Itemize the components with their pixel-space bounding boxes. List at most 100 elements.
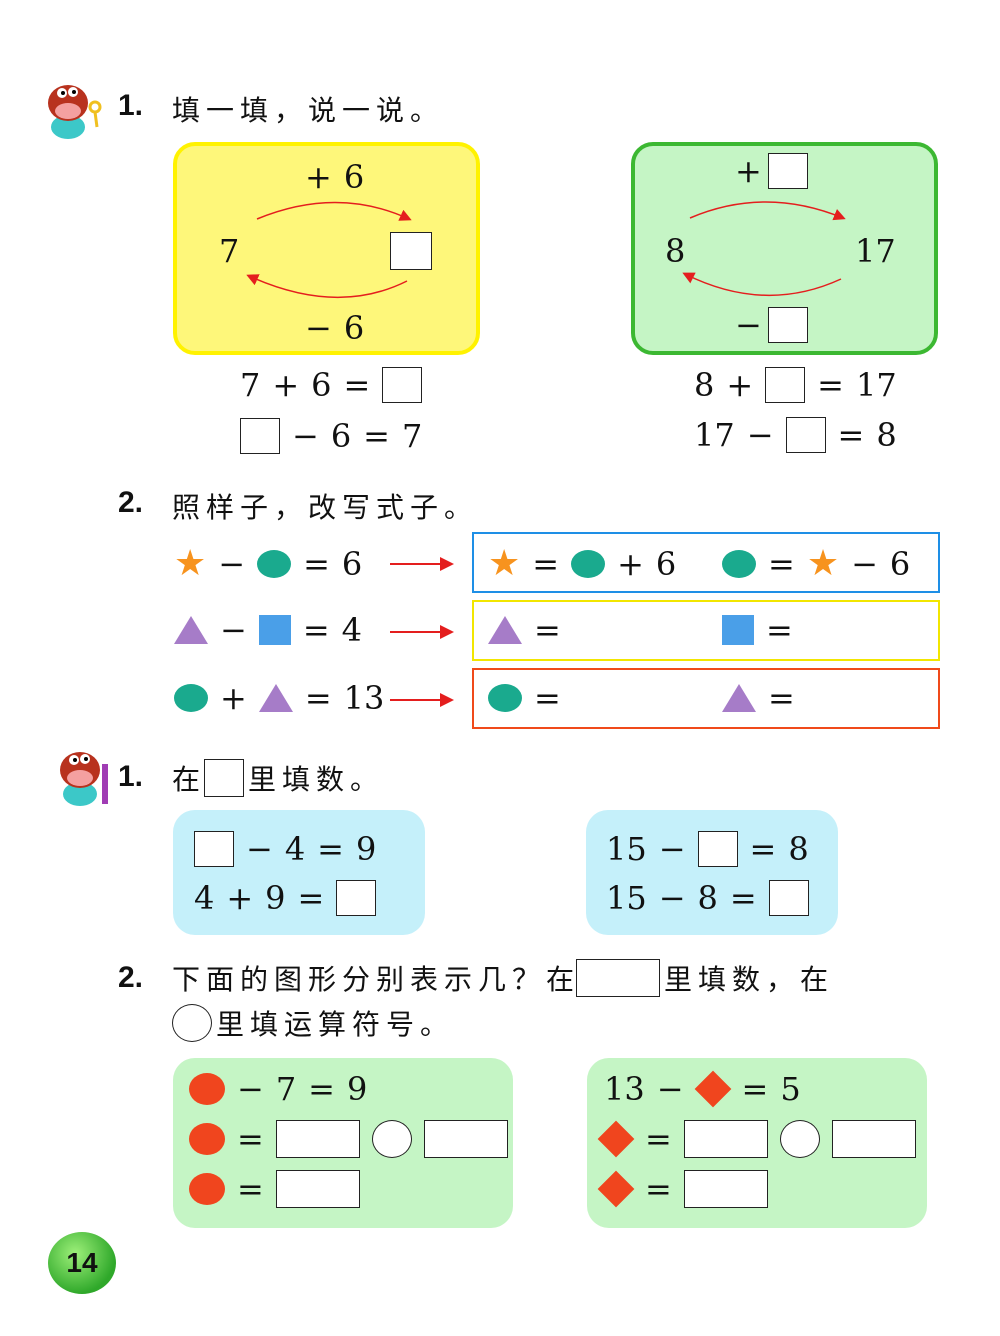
operator: − (851, 544, 878, 583)
number: 13 (343, 679, 385, 717)
operator: = (363, 417, 390, 455)
operator: = (317, 830, 344, 868)
rewritten-equation-a: ★=+6 (482, 543, 682, 584)
operator: = (766, 611, 793, 649)
operator: − (237, 1070, 264, 1108)
red-arrow-icon (390, 682, 456, 722)
number: 6 (330, 417, 352, 455)
operator: = (237, 1120, 264, 1158)
answer-box[interactable] (831, 1120, 916, 1158)
equation: 15−8= (600, 879, 815, 917)
rewritten-equation-b: =★−6 (716, 543, 916, 584)
rewrite-answer-box[interactable] (472, 668, 940, 729)
question-number: 2. (118, 961, 144, 994)
equation: 7+6= (234, 366, 428, 404)
teal-circle-icon (257, 549, 292, 578)
top-label: +6 (305, 158, 365, 196)
rewrite-answer-box[interactable] (472, 532, 940, 593)
purple-triangle-icon (174, 616, 208, 644)
answer-box[interactable] (768, 880, 809, 916)
number: 4 (194, 879, 215, 917)
question-title: 照样子，改写式子。 (172, 491, 479, 524)
answer-box[interactable] (765, 367, 806, 403)
number: 5 (780, 1070, 801, 1108)
number: 15 (606, 879, 647, 917)
rewrite-answer-box[interactable] (472, 600, 940, 661)
original-equation: ★−=6 (168, 543, 368, 584)
start-value: 7 (219, 232, 240, 270)
answer-box[interactable] (275, 1170, 360, 1208)
rewritten-equation-a: = (482, 679, 567, 717)
operator-circle[interactable] (779, 1120, 820, 1158)
answer-box[interactable] (683, 1170, 768, 1208)
operator: = (645, 1170, 672, 1208)
number: 9 (346, 1070, 368, 1108)
number: 15 (606, 830, 647, 868)
red-arrow-icon (390, 614, 456, 654)
number: 6 (889, 544, 911, 583)
answer-box[interactable] (390, 232, 432, 270)
operator: = (308, 1070, 335, 1108)
question-number: 1. (118, 760, 144, 793)
operator: = (645, 1120, 672, 1158)
teal-circle-icon (488, 684, 522, 712)
answer-box[interactable] (194, 831, 234, 867)
rewritten-equation-b: = (716, 679, 801, 717)
answer-box[interactable] (697, 831, 738, 867)
operator: = (837, 416, 865, 454)
operator: = (741, 1070, 769, 1108)
answer-box[interactable] (240, 418, 280, 454)
top-operation: + (729, 152, 808, 190)
blue-square-icon (258, 615, 291, 645)
number: 9 (355, 830, 377, 868)
number: 8 (697, 879, 718, 917)
red-circle-icon (189, 1073, 225, 1105)
original-equation: +=13 (168, 679, 390, 717)
equation: −4=9 (188, 830, 382, 868)
operator: − (658, 830, 686, 868)
teal-circle-icon (722, 549, 756, 578)
operator: = (729, 879, 757, 917)
number: 8 (788, 830, 809, 868)
answer-box[interactable] (767, 153, 808, 189)
number: 7 (240, 366, 261, 404)
cow-mascot-key-icon (48, 85, 102, 139)
bottom-operation: − (729, 306, 808, 344)
equation: = (183, 1170, 366, 1208)
answer-box[interactable] (275, 1120, 360, 1158)
operator: = (534, 679, 561, 717)
operator: − (218, 544, 246, 583)
original-equation: −=4 (168, 611, 368, 649)
cow-mascot-pencil-icon (60, 752, 108, 806)
equation: = (593, 1170, 774, 1208)
operator: − (656, 1070, 684, 1108)
green-card: + 8 17 − (631, 142, 938, 355)
answer-box[interactable] (382, 367, 423, 403)
operator: − (292, 417, 319, 455)
operator: = (302, 611, 330, 649)
operator: + (272, 366, 300, 404)
answer-box[interactable] (423, 1120, 508, 1158)
number: 7 (401, 417, 423, 455)
page-number-badge: 14 (48, 1232, 116, 1294)
answer-box[interactable] (767, 307, 808, 343)
operator: − (746, 416, 774, 454)
operator: = (749, 830, 777, 868)
operator-circle[interactable] (371, 1120, 412, 1158)
number: 7 (275, 1070, 297, 1108)
answer-box[interactable] (336, 880, 377, 916)
operator: = (303, 544, 330, 583)
question-title: 在 里填数。 (172, 758, 384, 798)
equation: = (183, 1120, 514, 1158)
equation: = (593, 1120, 922, 1158)
equation: 13−=5 (598, 1070, 807, 1108)
operator: + (220, 679, 247, 717)
question-title-line2: 里填运算符号。 (172, 1003, 454, 1043)
equation: −6 = 7 (234, 417, 428, 455)
answer-box[interactable] (785, 417, 826, 453)
answer-box[interactable] (683, 1120, 768, 1158)
equation: −7 = 9 (183, 1070, 373, 1108)
operator: − (220, 611, 247, 649)
question-number: 2. (118, 486, 144, 519)
operator: = (768, 544, 795, 583)
